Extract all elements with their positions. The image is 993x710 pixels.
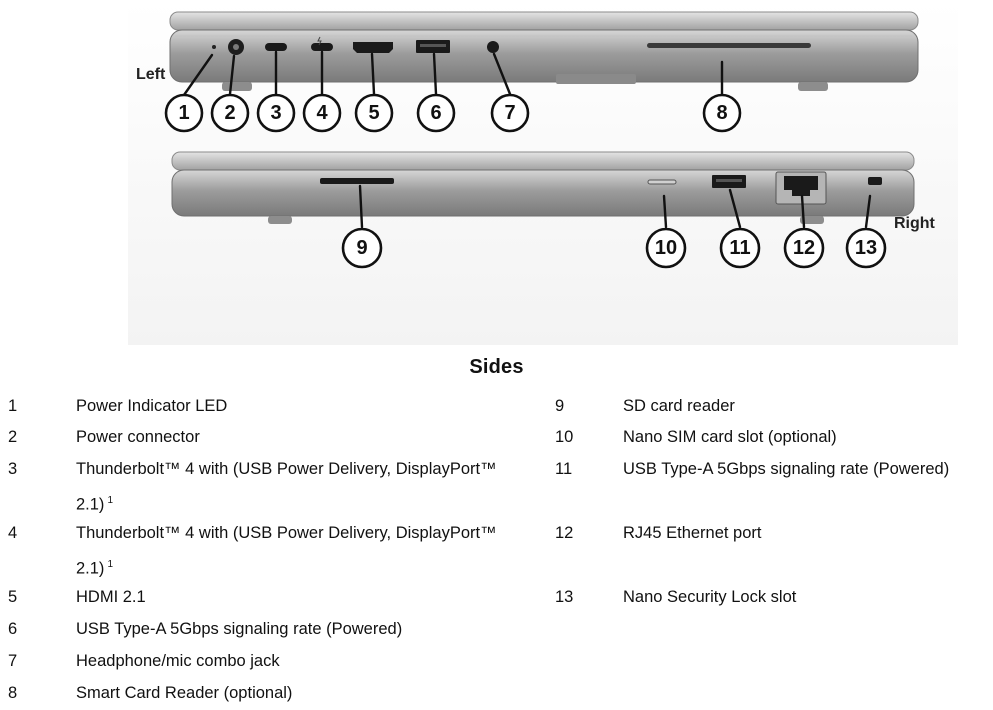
callout-2: 2 — [210, 93, 250, 133]
rj45-port-icon — [784, 176, 818, 196]
callout-7: 7 — [490, 93, 530, 133]
port-description: Smart Card Reader (optional) — [76, 684, 293, 702]
svg-text:10: 10 — [655, 237, 677, 259]
port-number: 3 — [8, 460, 18, 478]
laptop-sides-diagram: Left Right 1 2 3 4 5 6 7 8 9 10 11 12 13 — [128, 0, 958, 345]
callout-11: 11 — [719, 227, 761, 269]
port-number: 7 — [8, 652, 18, 670]
audio-jack-icon — [487, 41, 499, 53]
power-led-icon — [212, 45, 216, 49]
svg-text:11: 11 — [729, 237, 750, 259]
svg-text:13: 13 — [855, 237, 877, 259]
port-number: 9 — [555, 397, 565, 415]
left-side-label: Left — [136, 66, 166, 83]
port-number: 4 — [8, 524, 18, 542]
port-description-cont: 2.1)1 — [76, 495, 113, 514]
port-description: USB Type-A 5Gbps signaling rate (Powered… — [623, 460, 950, 478]
footnote-marker: 1 — [107, 495, 113, 506]
port-number: 2 — [8, 428, 18, 446]
port-description: Headphone/mic combo jack — [76, 652, 280, 670]
callout-8: 8 — [702, 93, 742, 133]
port-description: RJ45 Ethernet port — [623, 524, 762, 542]
callout-13: 13 — [845, 227, 887, 269]
svg-text:4: 4 — [316, 102, 328, 124]
svg-text:2: 2 — [224, 102, 235, 124]
footnote-marker: 1 — [107, 559, 113, 570]
port-description: Nano Security Lock slot — [623, 588, 797, 606]
port-number: 11 — [555, 460, 573, 478]
hdmi-port-icon — [353, 42, 393, 53]
right-side-label: Right — [894, 215, 936, 232]
port-description: USB Type-A 5Gbps signaling rate (Powered… — [76, 620, 403, 638]
callout-9: 9 — [341, 227, 383, 269]
port-number: 12 — [555, 524, 574, 542]
port-number: 10 — [555, 428, 574, 446]
svg-text:8: 8 — [716, 102, 727, 124]
callout-1: 1 — [164, 93, 204, 133]
sd-card-slot-icon — [320, 178, 394, 184]
section-title: Sides — [469, 356, 524, 378]
svg-text:9: 9 — [356, 237, 367, 259]
callout-12: 12 — [783, 227, 825, 269]
svg-text:5: 5 — [368, 102, 379, 124]
svg-text:3: 3 — [270, 102, 281, 124]
svg-text:7: 7 — [504, 102, 515, 124]
port-number: 6 — [8, 620, 18, 638]
svg-text:6: 6 — [430, 102, 441, 124]
port-description: Thunderbolt™ 4 with (USB Power Delivery,… — [76, 460, 497, 478]
right-side-view — [171, 151, 915, 224]
callout-10: 10 — [645, 227, 687, 269]
callout-6: 6 — [416, 93, 456, 133]
thunderbolt-port-icon — [265, 43, 287, 51]
left-side-view — [169, 11, 919, 91]
port-description: Power Indicator LED — [76, 397, 228, 415]
callout-5: 5 — [354, 93, 394, 133]
svg-text:1: 1 — [178, 102, 189, 124]
port-description-cont: 2.1)1 — [76, 559, 113, 578]
port-number: 8 — [8, 684, 18, 702]
smart-card-slot-icon — [647, 43, 811, 48]
port-description: Power connector — [76, 428, 200, 446]
port-description: Nano SIM card slot (optional) — [623, 428, 837, 446]
callout-4: 4 — [302, 93, 342, 133]
port-description: Thunderbolt™ 4 with (USB Power Delivery,… — [76, 524, 497, 542]
port-description: HDMI 2.1 — [76, 588, 146, 606]
lock-slot-icon — [868, 177, 882, 185]
port-number: 1 — [8, 397, 18, 415]
thunderbolt-port-icon — [311, 43, 333, 51]
svg-text:12: 12 — [793, 237, 815, 259]
port-number: 5 — [8, 588, 18, 606]
port-description: SD card reader — [623, 397, 735, 415]
sim-slot-icon — [647, 179, 677, 185]
callout-3: 3 — [256, 93, 296, 133]
port-number: 13 — [555, 588, 574, 606]
